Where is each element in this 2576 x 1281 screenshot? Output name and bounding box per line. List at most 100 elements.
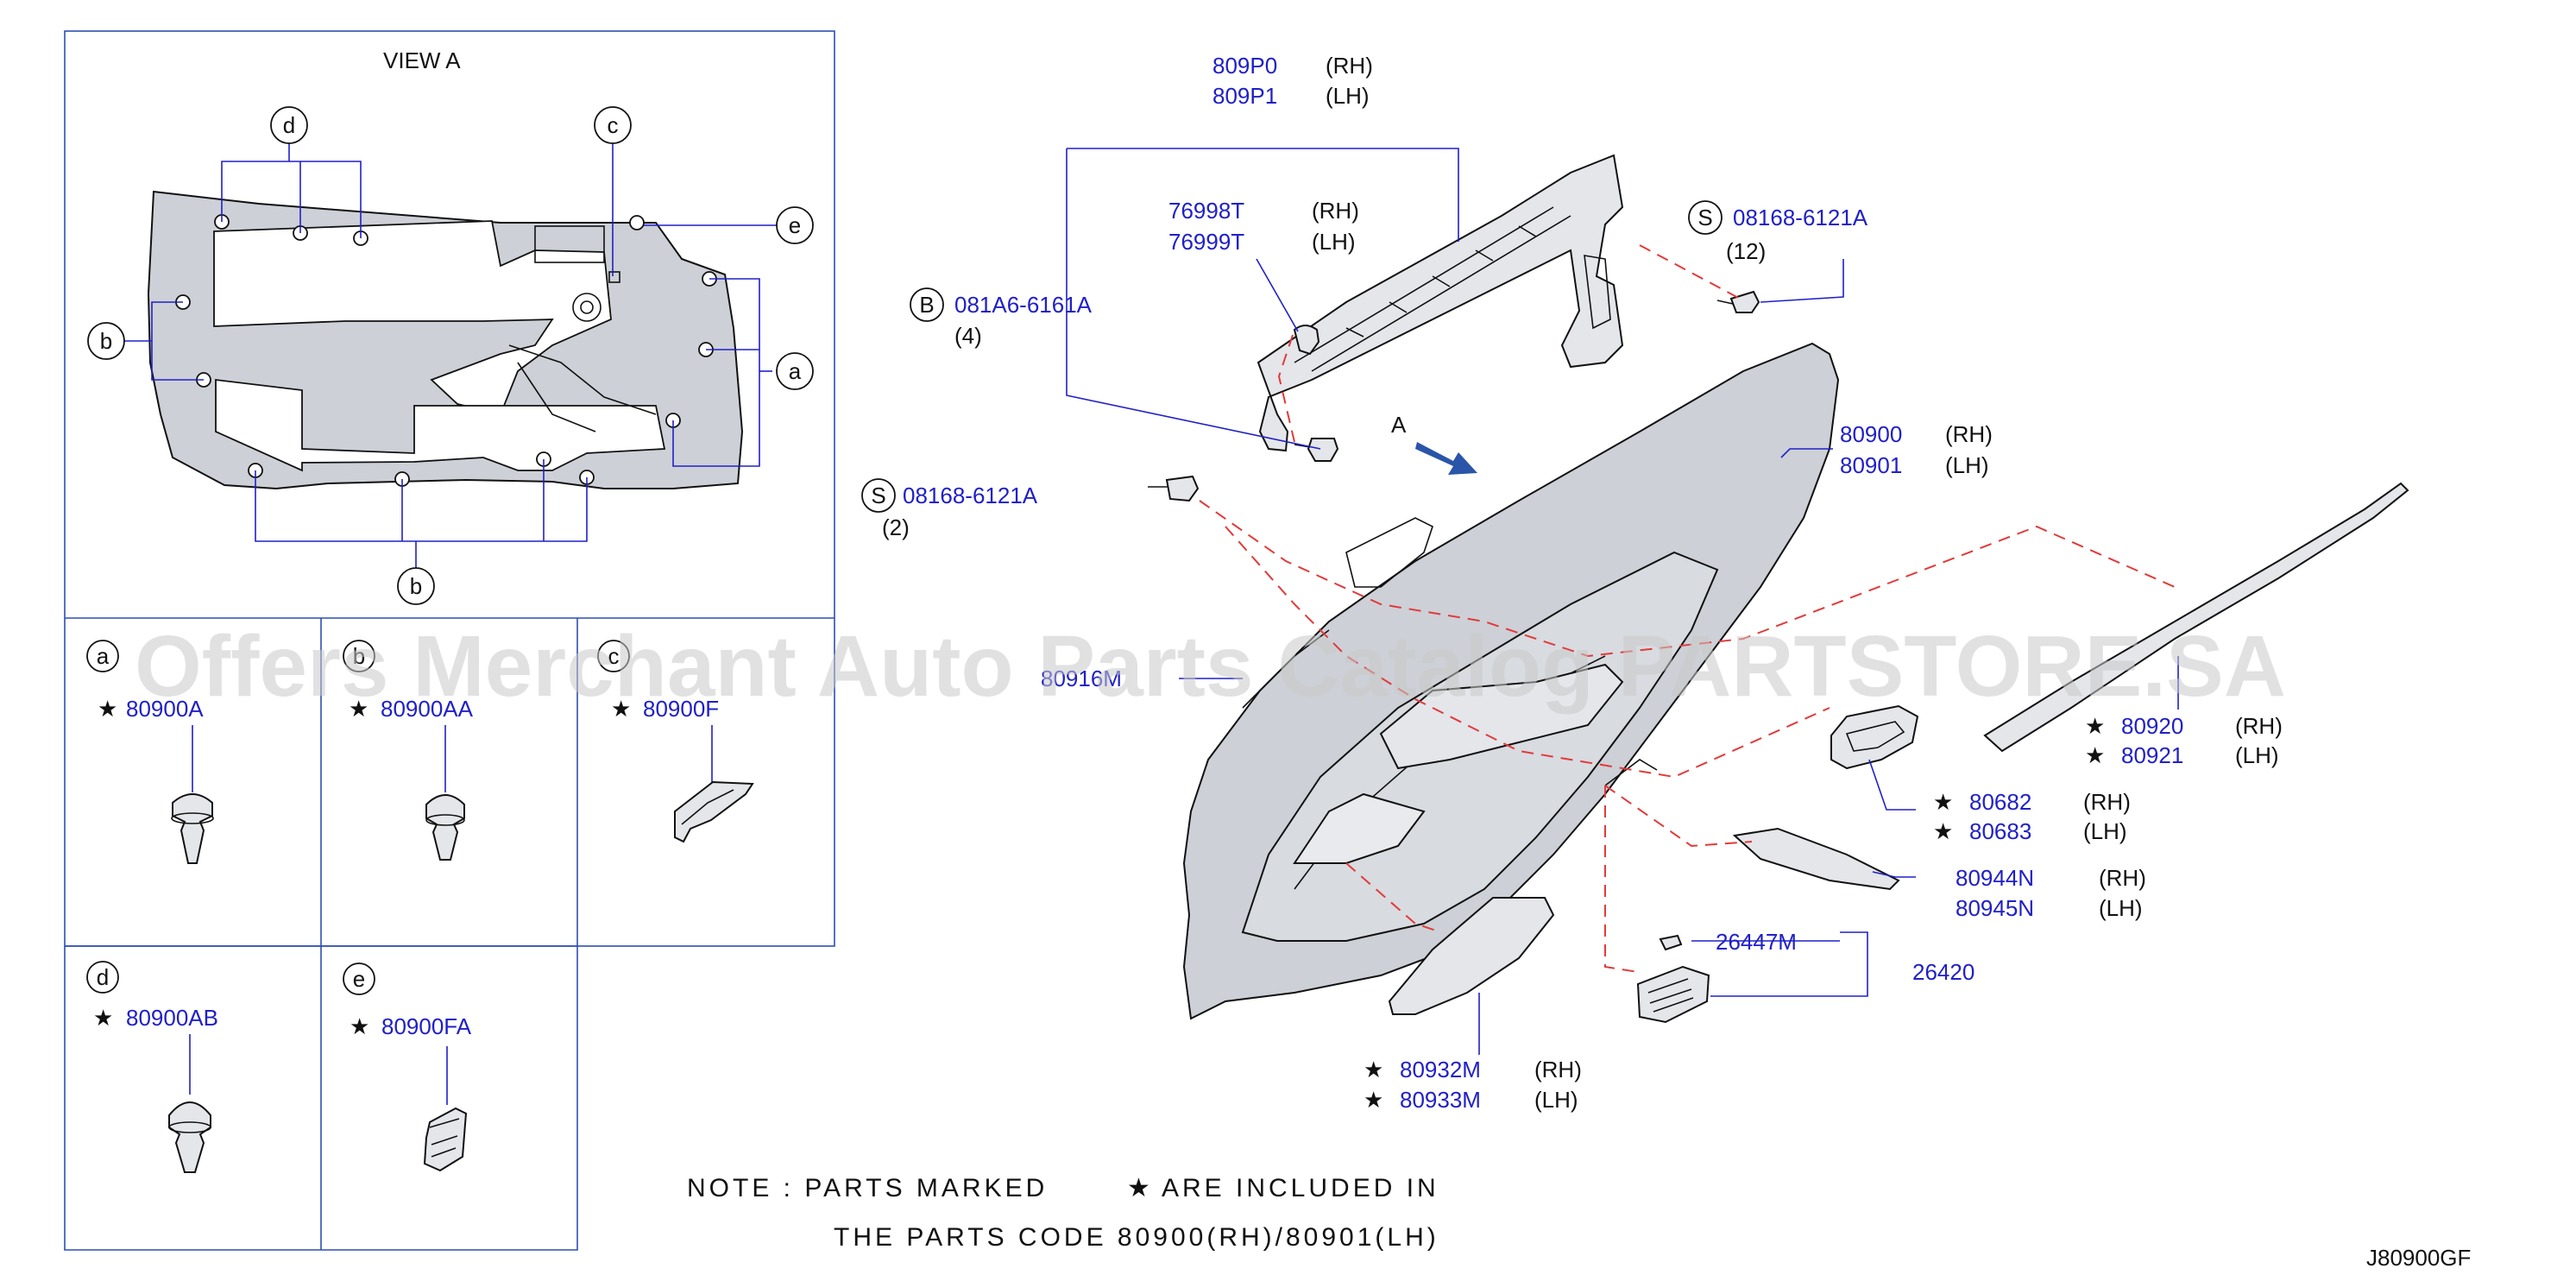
svg-text:80944N: 80944N [1956, 865, 2034, 891]
svg-text:26447M: 26447M [1716, 929, 1797, 955]
svg-text:S: S [871, 483, 885, 508]
svg-text:80945N: 80945N [1956, 895, 2034, 921]
callout-d: d [270, 106, 308, 144]
view-arrow-a: A [1391, 412, 1477, 475]
svg-text:★: ★ [93, 1005, 113, 1031]
svg-text:b: b [353, 643, 365, 669]
svg-text:b: b [410, 573, 422, 599]
escutcheon-80682 [1830, 704, 1919, 770]
watermark: Offers Merchant Auto Parts Catalog PARTS… [135, 618, 2286, 715]
svg-text:★: ★ [1364, 1087, 1383, 1113]
screw-081A6 [1294, 438, 1339, 462]
svg-text:(RH): (RH) [2235, 713, 2283, 739]
door-trim-panel [1182, 342, 1840, 1020]
svg-text:★: ★ [611, 696, 631, 722]
clip-part-80900F: 80900F [643, 696, 719, 722]
svg-text:(LH): (LH) [1312, 229, 1356, 255]
clip-part-80900FA: 80900FA [381, 1013, 472, 1039]
clip-cell-c: c ★ 80900F [597, 640, 754, 843]
footnote: NOTE : PARTS MARKED ★ ARE INCLUDED IN TH… [687, 1174, 1439, 1252]
label-80944N: 80944N (RH) 80945N (LH) [1956, 865, 2146, 921]
callout-e: e [776, 206, 814, 244]
svg-text:B: B [919, 292, 934, 318]
svg-text:a: a [97, 643, 110, 669]
svg-text:c: c [608, 112, 619, 138]
svg-text:★: ★ [1364, 1057, 1383, 1082]
label-76998T: 76998T (RH) 76999T (LH) [1168, 198, 1359, 255]
svg-text:(LH): (LH) [1534, 1087, 1578, 1113]
svg-text:★: ★ [349, 696, 368, 722]
svg-text:80920: 80920 [2121, 713, 2183, 739]
svg-text:(LH): (LH) [2099, 895, 2143, 921]
clip-cell-a: a ★ 80900A [86, 640, 214, 864]
view-a-leader-lines [119, 143, 777, 570]
svg-text:A: A [1391, 412, 1407, 438]
clip-part-80900A: 80900A [126, 696, 204, 722]
clip-part-80900AB: 80900AB [126, 1005, 218, 1031]
svg-text:08168-6121A: 08168-6121A [1733, 205, 1868, 230]
svg-text:80916M: 80916M [1041, 666, 1122, 691]
svg-text:76998T: 76998T [1168, 198, 1244, 224]
view-a-title: VIEW A [383, 47, 461, 73]
label-08168-6121A-right: S 08168-6121A (12) [1688, 200, 1868, 264]
label-081A6-6161A: B 081A6-6161A (4) [910, 287, 1093, 349]
svg-text:80900: 80900 [1840, 421, 1902, 447]
svg-text:76999T: 76999T [1168, 229, 1244, 255]
label-08168-6121A-left: S 08168-6121A (2) [861, 478, 1038, 540]
svg-text:081A6-6161A: 081A6-6161A [954, 292, 1093, 318]
door-panel-back-view [147, 190, 744, 490]
svg-text:NOTE : PARTS MARKED: NOTE : PARTS MARKED [687, 1174, 1048, 1202]
label-80920: ★ 80920 (RH) ★ 80921 (LH) [2085, 713, 2283, 768]
svg-text:80921: 80921 [2121, 742, 2183, 768]
svg-text:★: ★ [2085, 713, 2105, 739]
svg-text:(LH): (LH) [1945, 452, 1989, 478]
clip-08168-6121A-right [1716, 290, 1760, 313]
label-26420: 26420 [1912, 959, 1975, 985]
callout-b-left: b [87, 322, 125, 360]
svg-text:THE PARTS CODE 80900(RH)/80: THE PARTS CODE 80900(RH)/80901(LH) [834, 1223, 1439, 1252]
svg-text:(12): (12) [1726, 238, 1766, 264]
clip-cell-e: e ★ 80900FA [343, 962, 472, 1172]
svg-text:(RH): (RH) [2083, 789, 2131, 815]
lamp-26420 [1636, 934, 1710, 1024]
svg-text:(LH): (LH) [1326, 83, 1370, 109]
label-80932M: ★ 80932M (RH) ★ 80933M (LH) [1364, 1057, 1582, 1113]
svg-text:b: b [100, 328, 112, 354]
clip-08168-6121A-left [1148, 475, 1200, 502]
label-26447M: 26447M [1716, 929, 1797, 955]
svg-text:(RH): (RH) [2099, 865, 2146, 891]
svg-text:(2): (2) [882, 514, 910, 540]
callout-c: c [594, 106, 632, 144]
svg-text:809P0: 809P0 [1212, 53, 1277, 79]
svg-text:(4): (4) [954, 323, 982, 349]
svg-text:ARE INCLUDED IN: ARE INCLUDED IN [1162, 1174, 1439, 1202]
bracket-809P0 [1257, 154, 1624, 452]
drawing-code: J80900GF [2366, 1245, 2471, 1271]
svg-text:e: e [789, 212, 801, 238]
clip-76998T [1293, 325, 1320, 356]
svg-text:80901: 80901 [1840, 452, 1902, 478]
main-leader-lines [1066, 148, 2179, 1055]
clip-cell-d: d ★ 80900AB [86, 961, 218, 1173]
svg-text:(RH): (RH) [1312, 198, 1359, 224]
label-80900: 80900 (RH) 80901 (LH) [1840, 421, 1993, 478]
svg-text:80932M: 80932M [1400, 1057, 1481, 1082]
svg-text:80933M: 80933M [1400, 1087, 1481, 1113]
finisher-80920 [1983, 482, 2409, 753]
svg-text:(RH): (RH) [1326, 53, 1373, 79]
svg-text:★: ★ [1933, 789, 1953, 815]
svg-text:80682: 80682 [1969, 789, 2031, 815]
label-809P0: 809P0 (RH) 809P1 (LH) [1212, 53, 1373, 109]
clip-cell-b: b ★ 80900AA [343, 640, 474, 861]
svg-text:(RH): (RH) [1534, 1057, 1582, 1082]
svg-text:c: c [608, 643, 620, 669]
svg-text:★: ★ [1127, 1174, 1154, 1202]
svg-text:26420: 26420 [1912, 959, 1975, 985]
svg-text:★: ★ [2085, 742, 2105, 768]
svg-text:d: d [97, 964, 109, 990]
svg-text:(LH): (LH) [2235, 742, 2279, 768]
svg-text:(RH): (RH) [1945, 421, 1993, 447]
label-80916M: 80916M [1041, 666, 1122, 691]
clip-part-80900AA: 80900AA [381, 696, 474, 722]
